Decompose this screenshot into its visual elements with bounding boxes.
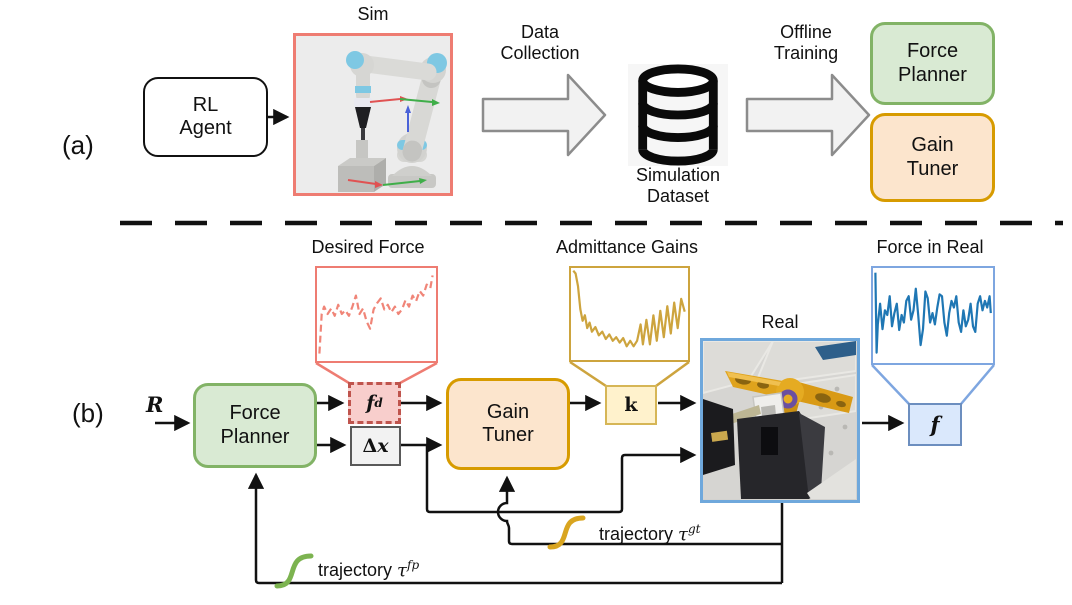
trajectory-fp-label: trajectory τfp <box>318 558 419 581</box>
funnel-desired-force <box>315 361 438 385</box>
offline-training-label: Offline Training <box>773 22 839 63</box>
database-icon <box>638 64 718 166</box>
big-arrow-data-collection <box>481 73 607 157</box>
desired-force-title: Desired Force <box>311 237 425 257</box>
rl-agent-label: RL Agent <box>179 93 232 139</box>
trajectory-fp-superscript: fp <box>407 558 420 572</box>
sim-caption: Sim <box>357 4 389 24</box>
force-planner-label-b: Force Planner <box>220 402 290 448</box>
gain-tuner-box-b: Gain Tuner <box>446 378 570 470</box>
sim-robot-image <box>293 33 453 196</box>
trajectory-gt-word: trajectory <box>599 524 679 544</box>
force-planner-label-a: Force Planner <box>898 40 967 86</box>
squiggle-gt-icon <box>547 515 586 550</box>
trajectory-gt-tau: τ <box>678 524 688 545</box>
real-robot-image <box>700 338 860 503</box>
trajectory-gt-label: trajectory τgt <box>599 522 701 545</box>
force-planner-box-a: Force Planner <box>870 22 995 105</box>
simulation-dataset-caption: Simulation Dataset <box>635 165 721 206</box>
funnel-admittance-gains <box>569 360 690 388</box>
desired-force-sparkline <box>318 275 434 354</box>
trajectory-fp-word: trajectory <box>318 560 398 580</box>
delta-label: Δ <box>362 435 378 457</box>
x-label: x <box>377 435 389 457</box>
big-arrow-offline-training <box>745 73 871 157</box>
sim-robot-art <box>296 36 450 193</box>
k-token-box: k <box>605 385 657 425</box>
f-label: f <box>930 412 940 437</box>
fd-label: f <box>366 392 375 414</box>
funnel-force-in-real <box>871 364 995 405</box>
real-robot-art <box>703 341 856 499</box>
gain-tuner-label-b: Gain Tuner <box>482 400 534 446</box>
f-token-box: f <box>908 403 962 446</box>
panel-a-label: (a) <box>62 130 94 160</box>
data-collection-label: Data Collection <box>500 22 580 63</box>
gain-tuner-box-a: Gain Tuner <box>870 113 995 202</box>
desired-force-plot <box>315 266 438 363</box>
line-trajectory-gt-feedback <box>496 475 782 546</box>
line-trajectory-fp-feedback <box>247 472 782 585</box>
admittance-gains-plot <box>569 266 690 362</box>
k-label: k <box>624 394 638 416</box>
force-in-real-sparkline <box>874 272 992 354</box>
admittance-gains-sparkline <box>572 270 686 348</box>
fd-superscript: d <box>374 396 383 410</box>
admittance-gains-title: Admittance Gains <box>555 237 699 257</box>
line-dx-to-real <box>425 446 697 514</box>
real-caption: Real <box>761 312 799 332</box>
rl-agent-box: RL Agent <box>143 77 268 157</box>
gain-tuner-label-a: Gain Tuner <box>906 134 959 180</box>
force-planner-box-b: Force Planner <box>193 383 317 468</box>
simulation-dataset-icon <box>628 64 728 166</box>
force-in-real-title: Force in Real <box>876 237 984 257</box>
trajectory-gt-superscript: gt <box>688 522 701 536</box>
panel-b-label: (b) <box>72 398 104 428</box>
squiggle-fp-icon <box>274 553 314 589</box>
trajectory-fp-tau: τ <box>397 560 407 581</box>
reward-input-label: R <box>146 392 164 417</box>
force-in-real-plot <box>871 266 995 365</box>
